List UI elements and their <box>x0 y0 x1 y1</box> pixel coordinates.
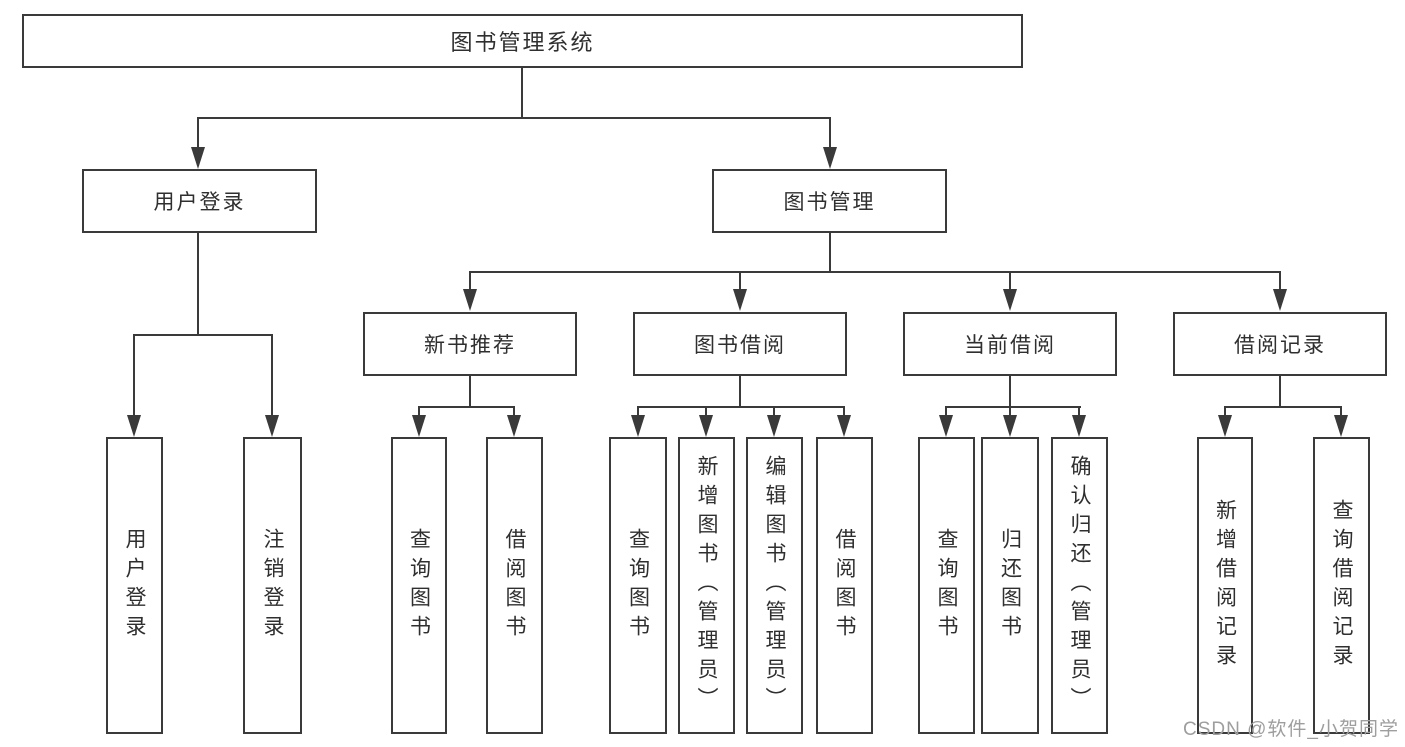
edge-root-vline <box>521 68 523 119</box>
edge-stem-bb-add <box>705 406 707 418</box>
arrow-to-current-borrow <box>1003 289 1017 311</box>
node-new-book-recommend: 新书推荐 <box>363 312 577 376</box>
edge-stem-cb-confirm <box>1078 406 1080 418</box>
node-book-management-label: 图书管理 <box>783 191 876 214</box>
edge-stem-leaf-user-login <box>133 334 135 418</box>
node-bb-borrow-book-label: 借阅图书 <box>833 527 857 644</box>
csdn-watermark: CSDN @软件_小贺同学 <box>1183 719 1399 740</box>
arrow-to-leaf-user-login <box>127 415 141 437</box>
node-bb-query-book-label: 查询图书 <box>626 527 650 644</box>
edge-stem-leaf-logout <box>271 334 273 418</box>
node-br-query-record: 查询借阅记录 <box>1313 437 1370 734</box>
node-new-book-recommend-label: 新书推荐 <box>424 334 516 357</box>
node-borrow-records-label: 借阅记录 <box>1234 334 1326 357</box>
edge-stem-book-mgmt <box>829 117 831 151</box>
edge-borrow-records-vline <box>1279 376 1281 408</box>
node-bb-query-book: 查询图书 <box>609 437 667 734</box>
node-user-login: 用户登录 <box>82 169 317 233</box>
edge-stem-bb-query <box>637 406 639 418</box>
node-leaf-user-login-label: 用户登录 <box>123 527 147 644</box>
edge-stem-bb-edit <box>773 406 775 418</box>
arrow-to-cb-return <box>1003 415 1017 437</box>
node-br-add-record: 新增借阅记录 <box>1197 437 1253 734</box>
arrow-to-book-borrow <box>733 289 747 311</box>
edge-stem-bb-borrow <box>843 406 845 418</box>
edge-book-borrow-vline <box>739 376 741 408</box>
arrow-to-br-add <box>1218 415 1232 437</box>
edge-stem-cb-return <box>1009 406 1011 418</box>
node-bb-edit-book-label: 编辑图书（管理员） <box>763 455 787 716</box>
node-leaf-logout: 注销登录 <box>243 437 302 734</box>
arrow-to-bb-query <box>631 415 645 437</box>
edge-book-mgmt-hline <box>469 271 1281 273</box>
node-root: 图书管理系统 <box>22 14 1023 68</box>
edge-borrow-records-hline <box>1224 406 1342 408</box>
node-bb-add-book-label: 新增图书（管理员） <box>695 455 719 716</box>
edge-stem-nbr-query <box>418 406 420 418</box>
edge-stem-current-borrow <box>1009 271 1011 293</box>
node-bb-edit-book: 编辑图书（管理员） <box>746 437 803 734</box>
node-leaf-logout-label: 注销登录 <box>261 527 285 644</box>
node-current-borrow-label: 当前借阅 <box>964 334 1056 357</box>
arrow-to-nbr-borrow <box>507 415 521 437</box>
arrow-to-cb-query <box>939 415 953 437</box>
node-book-management: 图书管理 <box>712 169 947 233</box>
node-cb-return-book-label: 归还图书 <box>998 527 1022 644</box>
node-user-login-label: 用户登录 <box>153 191 246 214</box>
edge-current-borrow-vline <box>1009 376 1011 408</box>
node-bb-borrow-book: 借阅图书 <box>816 437 873 734</box>
arrow-to-nbr-query <box>412 415 426 437</box>
node-borrow-records: 借阅记录 <box>1173 312 1387 376</box>
arrow-to-borrow-records <box>1273 289 1287 311</box>
node-br-add-record-label: 新增借阅记录 <box>1213 498 1237 673</box>
arrow-to-bb-edit <box>767 415 781 437</box>
edge-stem-br-add <box>1224 406 1226 418</box>
node-nbr-borrow-book-label: 借阅图书 <box>503 527 527 644</box>
arrow-to-user-login <box>191 147 205 169</box>
edge-root-hline <box>197 117 831 119</box>
edge-stem-book-borrow <box>739 271 741 293</box>
edge-stem-cb-query <box>945 406 947 418</box>
node-root-label: 图书管理系统 <box>450 30 595 55</box>
edge-current-borrow-hline <box>945 406 1081 408</box>
arrow-to-bb-add <box>699 415 713 437</box>
edge-new-book-rec-vline <box>469 376 471 408</box>
node-book-borrow: 图书借阅 <box>633 312 847 376</box>
edge-stem-user-login <box>197 117 199 151</box>
edge-user-login-hline <box>133 334 273 336</box>
edge-stem-new-book-rec <box>469 271 471 293</box>
edge-stem-br-query <box>1340 406 1342 418</box>
node-cb-return-book: 归还图书 <box>981 437 1039 734</box>
node-current-borrow: 当前借阅 <box>903 312 1117 376</box>
node-nbr-borrow-book: 借阅图书 <box>486 437 543 734</box>
arrow-to-bb-borrow <box>837 415 851 437</box>
node-cb-query-book-label: 查询图书 <box>935 527 959 644</box>
edge-book-borrow-hline <box>637 406 845 408</box>
edge-stem-borrow-records <box>1279 271 1281 293</box>
edge-user-login-vline <box>197 233 199 336</box>
node-leaf-user-login: 用户登录 <box>106 437 163 734</box>
node-bb-add-book: 新增图书（管理员） <box>678 437 735 734</box>
edge-new-book-rec-hline <box>418 406 515 408</box>
node-nbr-query-book-label: 查询图书 <box>407 527 431 644</box>
node-cb-confirm-return-label: 确认归还（管理员） <box>1068 455 1092 716</box>
arrow-to-cb-confirm <box>1072 415 1086 437</box>
node-br-query-record-label: 查询借阅记录 <box>1330 498 1354 673</box>
node-cb-query-book: 查询图书 <box>918 437 975 734</box>
arrow-to-book-mgmt <box>823 147 837 169</box>
node-nbr-query-book: 查询图书 <box>391 437 447 734</box>
arrow-to-new-book-rec <box>463 289 477 311</box>
edge-book-mgmt-vline <box>829 233 831 273</box>
arrow-to-br-query <box>1334 415 1348 437</box>
edge-stem-nbr-borrow <box>513 406 515 418</box>
node-cb-confirm-return: 确认归还（管理员） <box>1051 437 1108 734</box>
arrow-to-leaf-logout <box>265 415 279 437</box>
node-book-borrow-label: 图书借阅 <box>694 334 786 357</box>
